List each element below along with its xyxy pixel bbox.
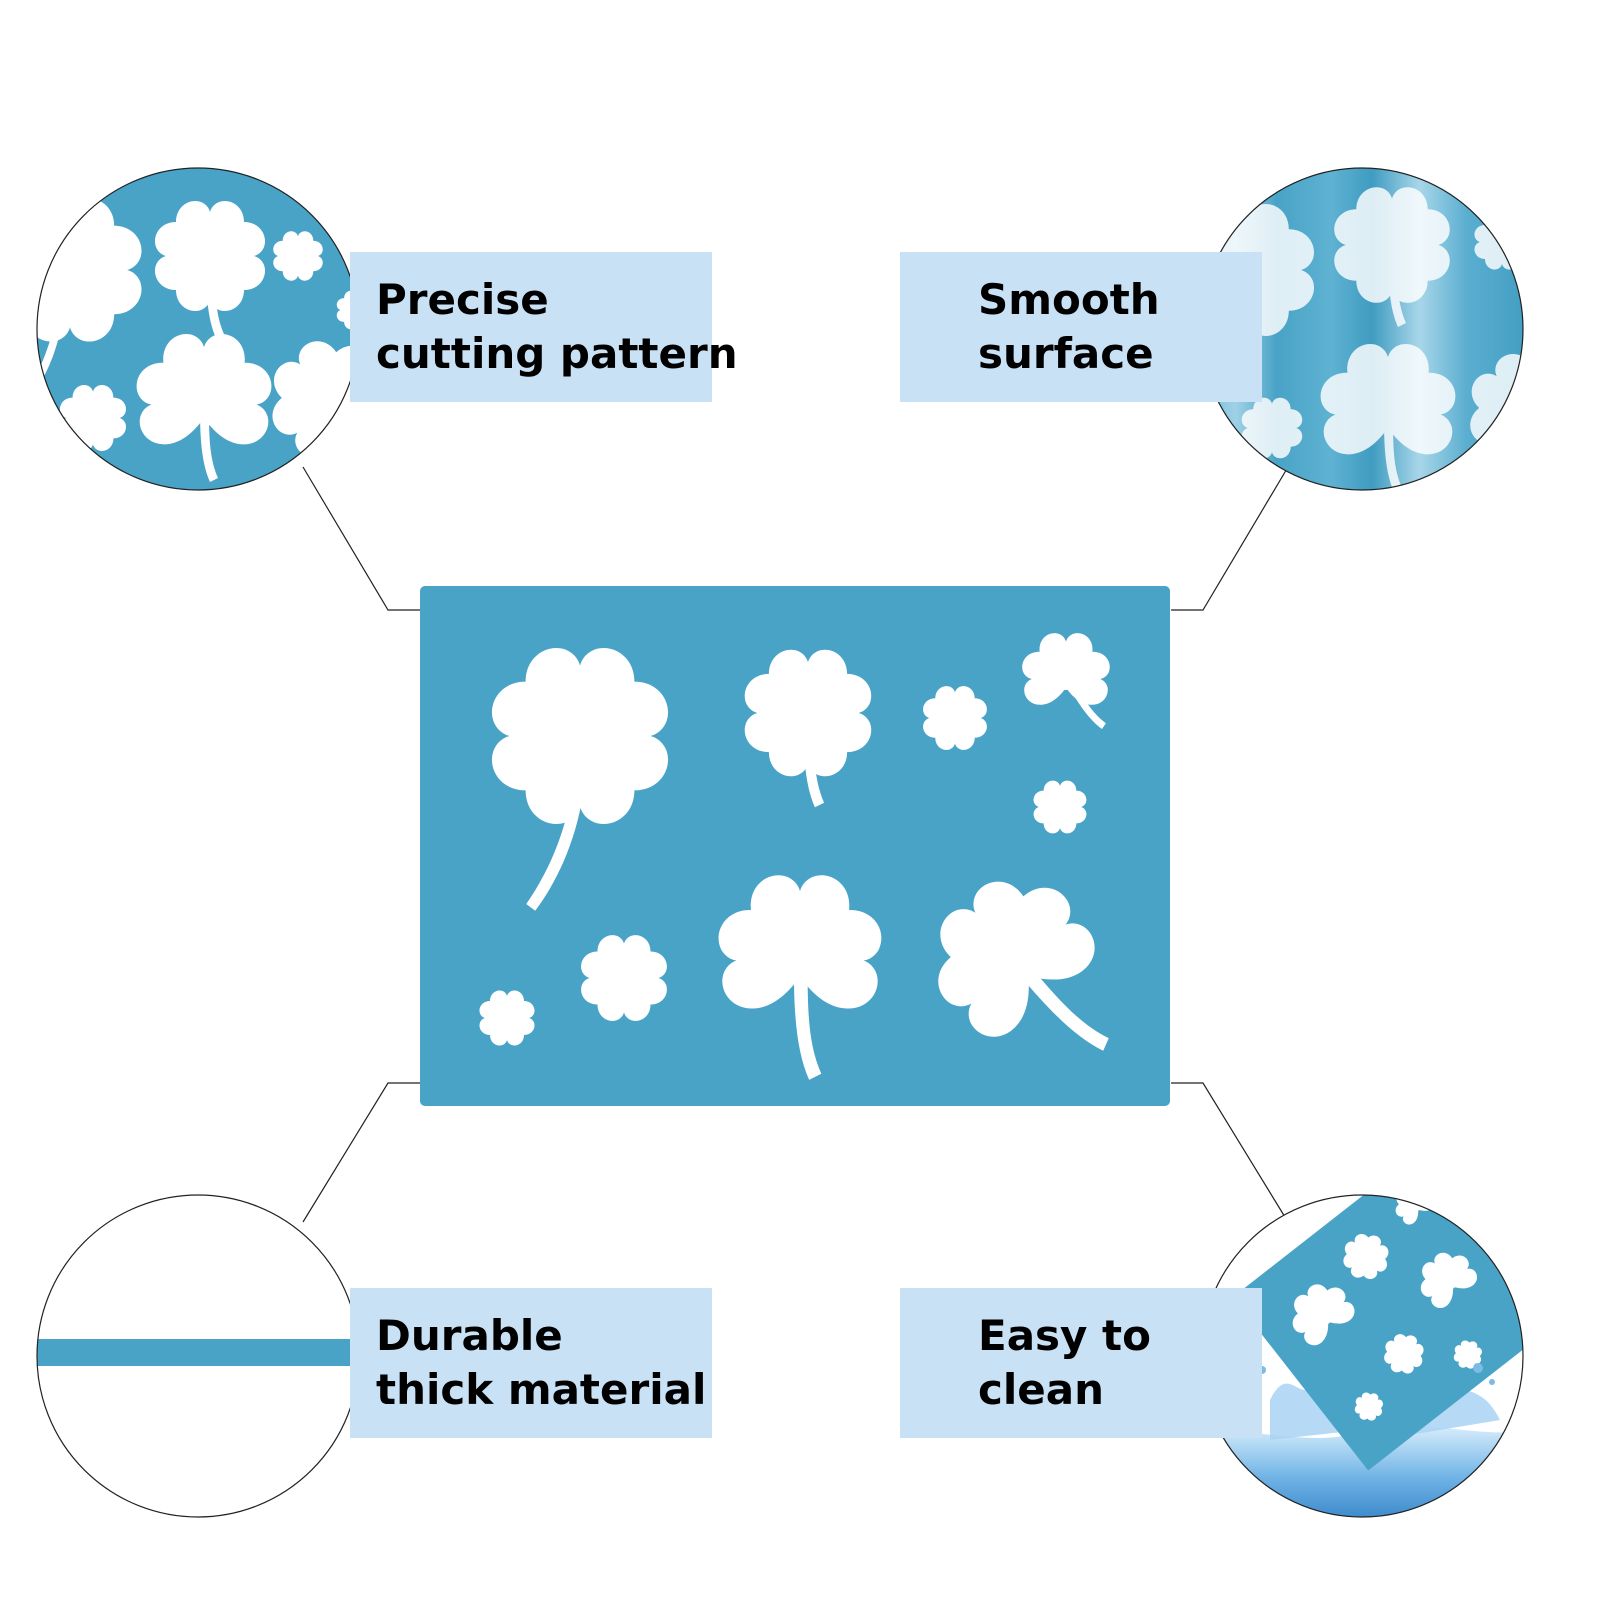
- feature-label-smooth-surface: Smooth surface: [900, 252, 1262, 402]
- feature-title-line1: Smooth: [978, 275, 1160, 324]
- feature-title-line2: clean: [978, 1365, 1105, 1414]
- feature-title-line1: Precise: [376, 275, 549, 324]
- thickness-bar: [37, 1339, 359, 1366]
- feature-label-durable-thick: Durable thick material: [350, 1288, 712, 1438]
- feature-title-line2: thick material: [376, 1365, 707, 1414]
- zoom-precise-cutting: [36, 167, 360, 491]
- feature-label-precise-cutting: Precise cutting pattern: [350, 252, 738, 402]
- feature-title-line2: surface: [978, 329, 1154, 378]
- stencil-sheet: [420, 586, 1170, 1106]
- feature-title-line1: Durable: [376, 1311, 563, 1360]
- connector-top-left: [302, 466, 420, 611]
- connector-bottom-left: [302, 1082, 420, 1223]
- feature-title-line1: Easy to: [978, 1311, 1151, 1360]
- zoom-thickness: [36, 1194, 360, 1518]
- feature-title-line2: cutting pattern: [376, 329, 738, 378]
- feature-label-easy-clean: Easy to clean: [900, 1288, 1262, 1438]
- connector-top-right: [1171, 466, 1289, 611]
- connector-lines: [302, 466, 1289, 1223]
- connector-bottom-right: [1171, 1082, 1289, 1223]
